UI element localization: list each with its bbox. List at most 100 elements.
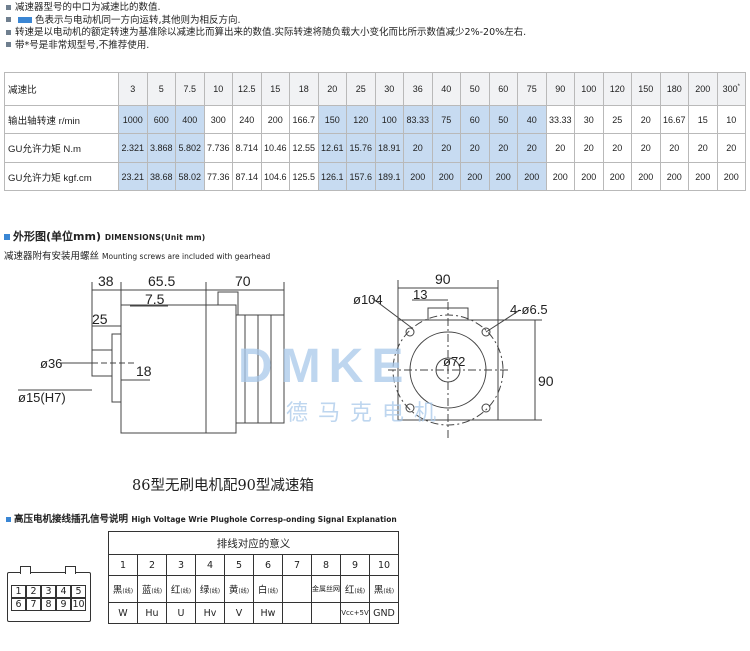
spec-cell: 15.76 (346, 133, 376, 163)
pin-number: 10 (369, 554, 399, 576)
dim-104: ø104 (353, 292, 383, 307)
spec-cell: 20 (545, 133, 575, 163)
spec-cell: 100 (574, 72, 604, 106)
spec-cell: 200 (488, 162, 518, 191)
section-square-icon (6, 517, 11, 522)
pin-signal: Hu (137, 602, 167, 624)
dim-36: ø36 (40, 356, 62, 371)
watermark-logo: DMKE (238, 340, 411, 393)
bullet-icon (6, 42, 11, 48)
spec-cell: 60 (460, 105, 490, 134)
spec-cell: 200 (431, 162, 461, 191)
spec-cell: 20 (716, 133, 746, 163)
spec-cell: 120 (346, 105, 376, 134)
note-3: 转速是以电动机的额定转速为基准除以减速比而算出来的数值.实际转速将随负载大小变化… (4, 27, 526, 40)
pin-wire-color: 白(线) (253, 575, 283, 603)
spec-cell: 25 (602, 105, 632, 134)
spec-cell: 3 (118, 72, 148, 106)
pin-number: 6 (253, 554, 283, 576)
spec-cell: 20 (688, 133, 718, 163)
dim-18: 18 (136, 363, 152, 379)
spec-cell: 7.5 (175, 72, 205, 106)
pin-wire-color: 金属丝网 (311, 575, 341, 603)
spec-cell: 200 (460, 162, 490, 191)
spec-cell: 77.36 (203, 162, 233, 191)
spec-cell: 180 (659, 72, 689, 106)
dimension-drawing: 38 65.5 70 7.5 25 ø36 18 ø15(H7) ø104 90… (18, 271, 554, 438)
spec-cell: 40 (431, 72, 461, 106)
pin-number: 8 (311, 554, 341, 576)
spec-cell: 90 (545, 72, 575, 106)
pin-wire-color: 黄(线) (224, 575, 254, 603)
spec-cell: 50 (460, 72, 490, 106)
spec-cell: 20 (431, 133, 461, 163)
spec-cell: 100 (374, 105, 404, 134)
spec-cell: 200 (574, 162, 604, 191)
spec-cell: 126.1 (317, 162, 347, 191)
pin-signal: Hw (253, 602, 283, 624)
pin-number: 5 (224, 554, 254, 576)
spec-cell: 50 (488, 105, 518, 134)
spec-cell: 20 (403, 133, 433, 163)
dim-38: 38 (98, 273, 114, 289)
spec-cell: 12.55 (289, 133, 319, 163)
spec-cell: 120 (602, 72, 632, 106)
pin-number: 4 (195, 554, 225, 576)
spec-cell: 200 (688, 72, 718, 106)
spec-cell: 83.33 (403, 105, 433, 134)
spec-cell: 125.5 (289, 162, 319, 191)
pin-signal: GND (369, 602, 399, 624)
plug-pin: 7 (26, 598, 41, 611)
spec-cell: 200 (631, 162, 661, 191)
spec-cell: 200 (602, 162, 632, 191)
spec-cell: 87.14 (232, 162, 262, 191)
spec-cell: 10.46 (260, 133, 290, 163)
spec-cell: 15 (688, 105, 718, 134)
pin-wire-color: 红(线) (166, 575, 196, 603)
spec-cell: 40 (517, 105, 547, 134)
pin-signal: Vcc+5V (340, 602, 370, 624)
spec-cell: 200 (403, 162, 433, 191)
spec-cell: 200 (260, 105, 290, 134)
plug-pin: 10 (71, 598, 86, 611)
pin-wire-color: 绿(线) (195, 575, 225, 603)
spec-cell: 20 (460, 133, 490, 163)
pin-number: 1 (108, 554, 138, 576)
drawing-caption: 86型无刷电机配90型减速箱 (132, 478, 314, 494)
spec-cell: 25 (346, 72, 376, 106)
pin-wire-color: 红(线) (340, 575, 370, 603)
spec-cell: 75 (431, 105, 461, 134)
spec-cell: 400 (175, 105, 205, 134)
spec-cell: 30 (374, 72, 404, 106)
pin-signal (282, 602, 312, 624)
spec-cell: 240 (232, 105, 262, 134)
pin-wire-color: 蓝(线) (137, 575, 167, 603)
spec-cell: 75 (517, 72, 547, 106)
pin-number: 3 (166, 554, 196, 576)
spec-cell: 200 (716, 162, 746, 191)
spec-cell: 20 (517, 133, 547, 163)
section-square-icon (4, 234, 10, 240)
spec-cell: 18 (289, 72, 319, 106)
pin-signal (311, 602, 341, 624)
spec-cell: 600 (146, 105, 176, 134)
spec-cell: 200 (517, 162, 547, 191)
spec-cell: 2.321 (118, 133, 148, 163)
spec-cell: 200 (545, 162, 575, 191)
spec-cell: 150 (631, 72, 661, 106)
spec-cell: 12.5 (232, 72, 262, 106)
pin-wire-color: 黑(线) (108, 575, 138, 603)
plug-latch (20, 566, 31, 574)
spec-cell: 5.802 (175, 133, 205, 163)
pin-number: 2 (137, 554, 167, 576)
spec-cell: 58.02 (175, 162, 205, 191)
spec-cell: 20 (574, 133, 604, 163)
pin-number: 9 (340, 554, 370, 576)
gearbox-outline (120, 304, 207, 434)
spec-cell: 5 (146, 72, 176, 106)
